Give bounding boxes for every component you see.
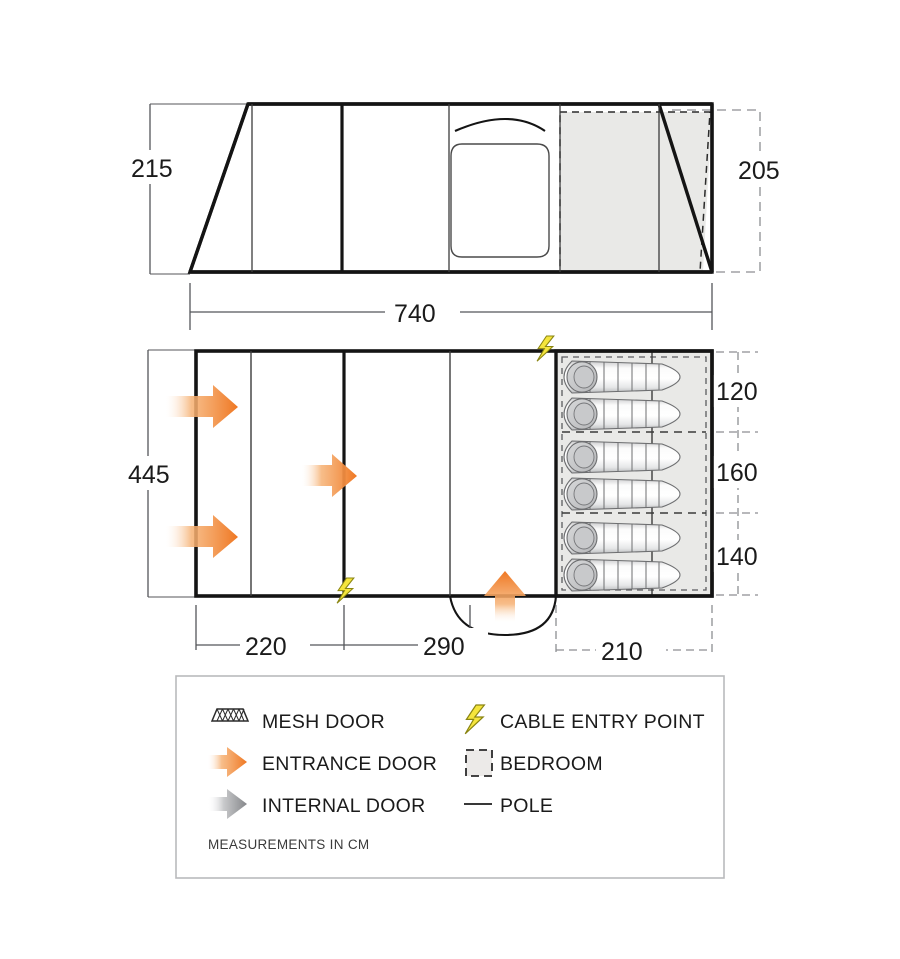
plan-bedroom-depth-label-1: 120 bbox=[716, 378, 758, 406]
elevation-view: 215 205 bbox=[128, 102, 793, 330]
cable-entry-icon bbox=[464, 704, 486, 735]
legend-label-bedroom: BEDROOM bbox=[500, 753, 603, 775]
sleeping-bag bbox=[563, 397, 681, 431]
internal-door-icon bbox=[208, 789, 247, 819]
legend-row-cable-entry: CABLE ENTRY POINT bbox=[464, 704, 705, 735]
legend-label-entrance-door: ENTRANCE DOOR bbox=[262, 753, 437, 775]
legend-row-entrance-door: ENTRANCE DOOR bbox=[208, 747, 437, 777]
legend-measurement-note: MEASUREMENTS IN CM bbox=[208, 837, 369, 852]
elevation-height-right-label: 205 bbox=[738, 157, 780, 185]
plan-bay-label-2: 290 bbox=[423, 633, 465, 661]
plan-view: 445 bbox=[125, 335, 774, 668]
mesh-door-icon bbox=[210, 708, 250, 722]
plan-depth-label: 445 bbox=[128, 461, 170, 489]
plan-bay-label-1: 220 bbox=[245, 633, 287, 661]
sleeping-bag bbox=[563, 558, 681, 592]
entrance-door-icon bbox=[208, 747, 247, 777]
entrance-door-arrow bbox=[166, 515, 238, 558]
bedroom-icon bbox=[465, 749, 493, 777]
elevation-height-left-label: 215 bbox=[131, 155, 173, 183]
entrance-door-arrow bbox=[484, 571, 526, 622]
plan-depth-dimension: 445 bbox=[125, 349, 196, 598]
elevation-height-left-dimension: 215 bbox=[128, 103, 248, 275]
legend-row-bedroom: BEDROOM bbox=[465, 749, 603, 777]
elevation-width-dimension: 740 bbox=[189, 283, 713, 330]
entrance-door-arrow bbox=[302, 454, 357, 497]
elevation-width-label: 740 bbox=[394, 300, 436, 328]
legend-panel: MESH DOOR ENTRANCE DOOR INTERNAL DOOR bbox=[175, 675, 725, 879]
sleeping-bag bbox=[563, 521, 681, 555]
legend-label-pole: POLE bbox=[500, 795, 553, 817]
elevation-front-door bbox=[450, 117, 550, 258]
legend-row-pole: POLE bbox=[464, 795, 553, 817]
plan-cable-entry-points bbox=[336, 335, 555, 604]
legend-row-internal-door: INTERNAL DOOR bbox=[208, 789, 426, 819]
plan-bay-label-3: 210 bbox=[601, 638, 643, 666]
sleeping-bag bbox=[563, 440, 681, 474]
elevation-bedroom-shading bbox=[559, 111, 712, 273]
legend-label-internal-door: INTERNAL DOOR bbox=[262, 795, 426, 817]
legend-label-mesh-door: MESH DOOR bbox=[262, 711, 385, 733]
elevation-height-right-dimension: 205 bbox=[672, 109, 793, 273]
cable-entry-icon bbox=[336, 577, 355, 604]
legend-row-mesh-door: MESH DOOR bbox=[210, 708, 385, 733]
entrance-door-arrow bbox=[166, 385, 238, 428]
plan-bay-dimensions: 220 290 210 bbox=[195, 605, 713, 668]
cable-entry-icon bbox=[536, 335, 555, 362]
plan-front-door-canopy bbox=[448, 595, 558, 637]
plan-bedroom-depth-label-3: 140 bbox=[716, 543, 758, 571]
plan-bedroom-depth-dimensions: 120 160 140 bbox=[712, 351, 774, 596]
legend-label-cable-entry: CABLE ENTRY POINT bbox=[500, 711, 705, 733]
plan-bedroom-depth-label-2: 160 bbox=[716, 459, 758, 487]
plan-outline bbox=[194, 349, 714, 598]
plan-entrance-arrows bbox=[166, 385, 526, 622]
elevation-poles bbox=[251, 104, 660, 272]
sleeping-bag bbox=[563, 360, 681, 394]
sleeping-bag bbox=[563, 477, 681, 511]
elevation-rear-slope bbox=[190, 102, 714, 274]
